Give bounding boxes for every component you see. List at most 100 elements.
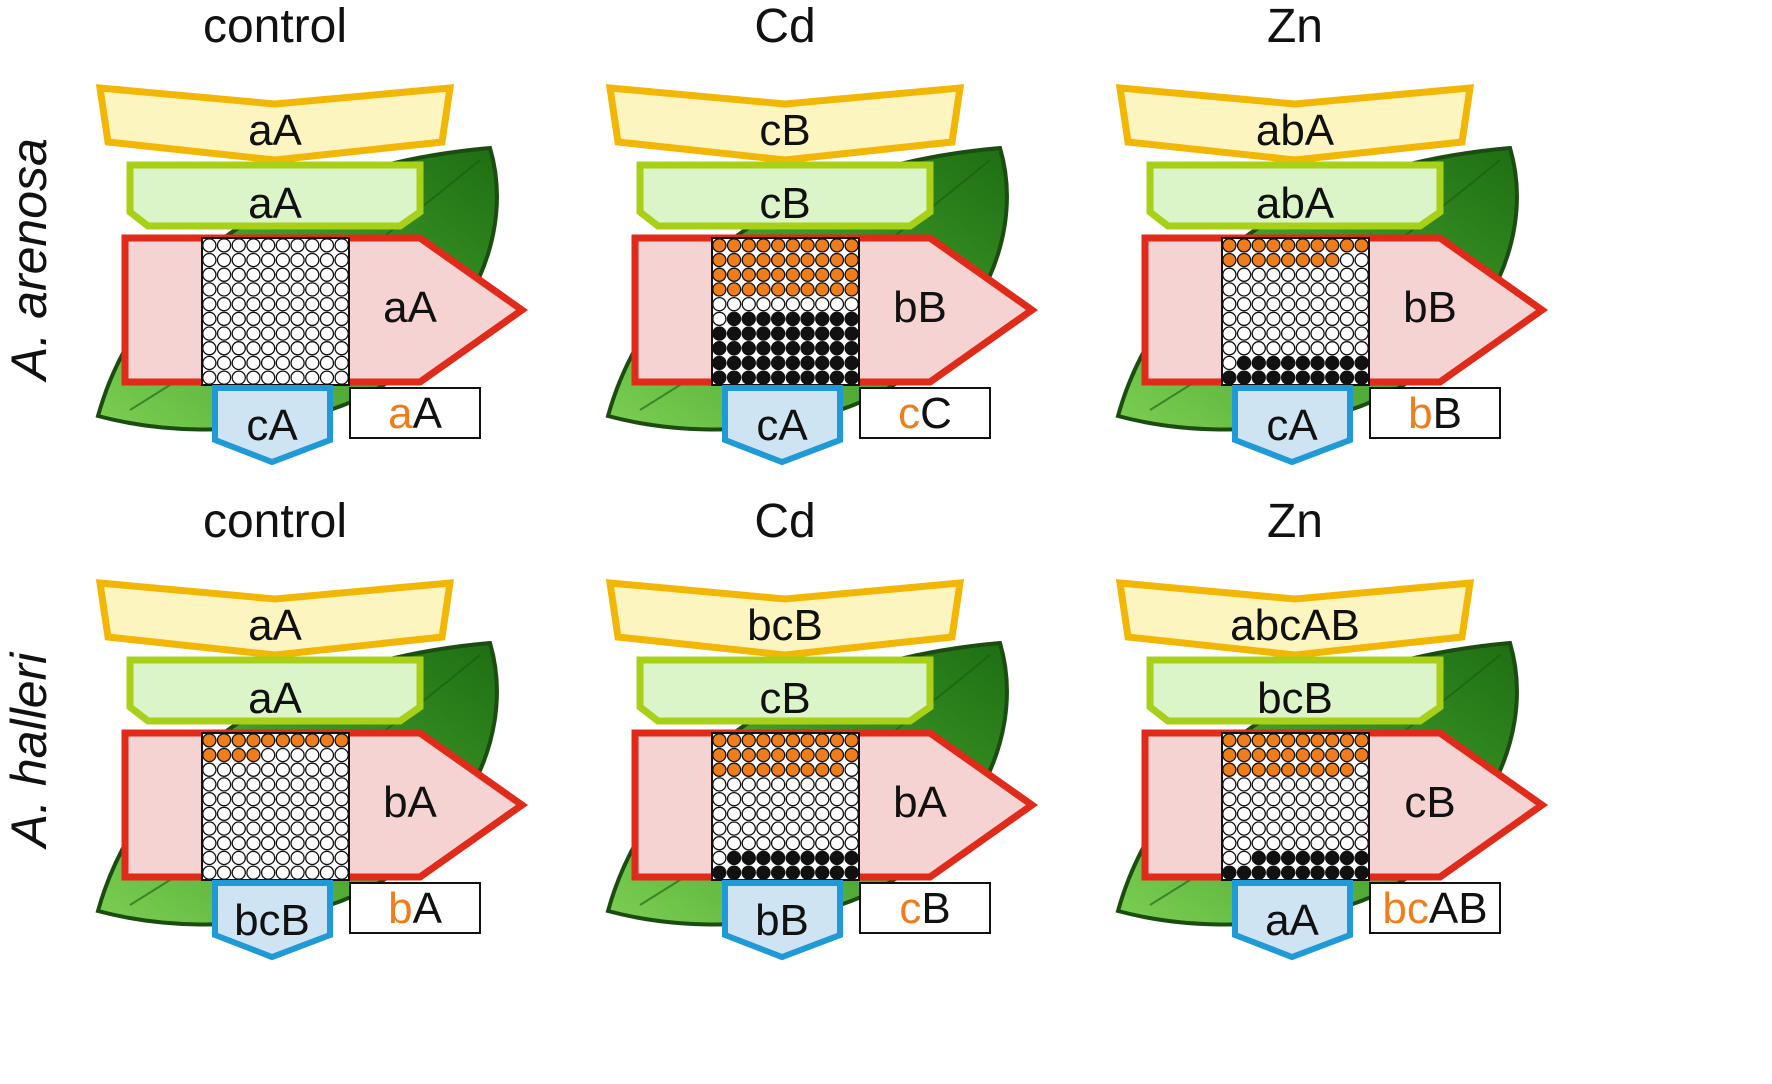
cell — [231, 821, 246, 836]
cell — [1354, 850, 1369, 866]
cell — [1280, 282, 1296, 297]
cell — [1310, 806, 1325, 822]
cell-grid — [201, 732, 350, 881]
cell — [1310, 341, 1325, 356]
cell — [334, 311, 349, 327]
cell — [1222, 326, 1237, 341]
cell — [800, 370, 815, 385]
cell — [1251, 850, 1266, 866]
cell — [770, 296, 786, 312]
cell — [216, 762, 232, 777]
cell — [202, 296, 217, 312]
cell — [756, 850, 771, 866]
cell — [202, 282, 217, 297]
cell — [260, 282, 276, 297]
cell — [770, 865, 786, 880]
cell — [1222, 836, 1237, 851]
cell — [1325, 821, 1340, 836]
cell — [1236, 733, 1252, 748]
cell — [1236, 252, 1252, 268]
cell — [305, 850, 320, 866]
cell — [844, 311, 859, 327]
cell — [1236, 821, 1252, 836]
cell — [1280, 821, 1296, 836]
cell — [305, 791, 320, 807]
cell — [770, 311, 786, 327]
cell — [1266, 252, 1281, 268]
layer-2-band — [636, 161, 934, 230]
cell — [319, 341, 335, 356]
cell — [216, 311, 232, 327]
cell — [202, 326, 217, 341]
cell — [275, 821, 291, 836]
cell — [246, 806, 261, 822]
cell — [785, 836, 801, 851]
cell — [785, 791, 801, 807]
cell — [305, 821, 320, 836]
cell — [290, 282, 305, 297]
cell — [815, 791, 830, 807]
cell — [1325, 296, 1340, 312]
cell — [1266, 311, 1281, 327]
cell — [319, 747, 335, 763]
cell — [756, 311, 771, 327]
cell — [1295, 733, 1311, 748]
cell — [1354, 762, 1369, 777]
cell — [770, 341, 786, 356]
cell — [334, 252, 349, 268]
cell — [712, 836, 727, 851]
cell — [1354, 341, 1369, 356]
cell — [275, 326, 291, 341]
cell — [1295, 355, 1311, 371]
cell — [741, 238, 756, 253]
cell — [231, 836, 246, 851]
cell — [712, 252, 727, 268]
cell — [260, 806, 276, 822]
row-label-a-arenosa: A. arenosa — [1, 138, 57, 380]
cell — [726, 791, 742, 807]
cell — [844, 296, 859, 312]
cell — [800, 296, 815, 312]
cell — [829, 238, 845, 253]
cell — [290, 370, 305, 385]
cell — [1325, 850, 1340, 866]
cell — [275, 238, 291, 253]
cell — [260, 747, 276, 763]
cell — [1280, 267, 1296, 282]
cell — [246, 238, 261, 253]
cell — [1310, 791, 1325, 807]
cell — [202, 238, 217, 253]
cell — [275, 762, 291, 777]
treatment-title: control — [203, 495, 347, 548]
cell — [260, 238, 276, 253]
cell — [216, 296, 232, 312]
cell — [1251, 341, 1266, 356]
cell — [815, 865, 830, 880]
cell — [246, 733, 261, 748]
cell — [1222, 267, 1237, 282]
cell — [726, 355, 742, 371]
cell — [756, 296, 771, 312]
cell — [1266, 282, 1281, 297]
cell — [1325, 267, 1340, 282]
cell — [712, 296, 727, 312]
cell — [1280, 252, 1296, 268]
cell — [246, 865, 261, 880]
cell — [216, 370, 232, 385]
cell — [800, 267, 815, 282]
cell — [319, 836, 335, 851]
cell — [246, 747, 261, 763]
significance-box — [349, 882, 481, 934]
cell — [1310, 238, 1325, 253]
cell — [1325, 282, 1340, 297]
cell — [290, 850, 305, 866]
significance-box — [859, 882, 991, 934]
cell — [712, 282, 727, 297]
cell — [290, 252, 305, 268]
cell — [1236, 326, 1252, 341]
cell — [756, 370, 771, 385]
cell — [1222, 370, 1237, 385]
cell — [1251, 311, 1266, 327]
cell — [712, 326, 727, 341]
